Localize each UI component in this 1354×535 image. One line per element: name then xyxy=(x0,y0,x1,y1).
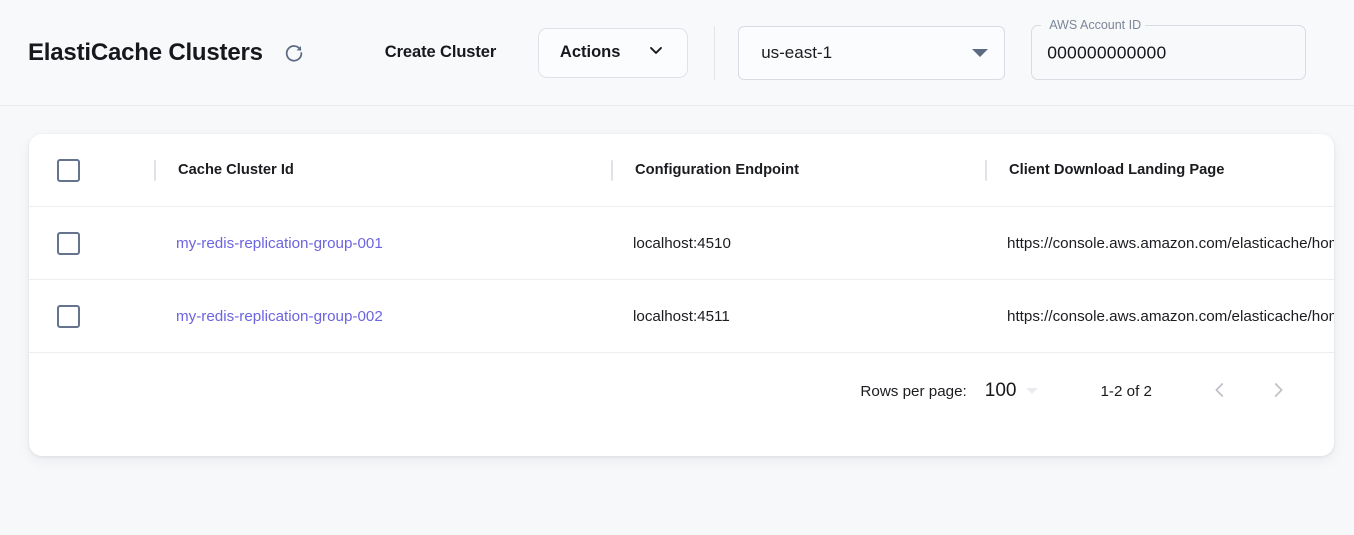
table-row: my-redis-replication-group-001 localhost… xyxy=(29,206,1334,280)
row-checkbox[interactable] xyxy=(57,231,80,255)
header-divider xyxy=(714,25,716,80)
landing-page-url: https://console.aws.amazon.com/elasticac… xyxy=(1007,234,1334,252)
clusters-table: Cache Cluster Id Configuration Endpoint … xyxy=(29,134,1334,353)
chevron-down-icon xyxy=(646,40,666,65)
triangle-down-icon xyxy=(1026,388,1039,394)
column-header-label: Cache Cluster Id xyxy=(178,162,294,178)
actions-button[interactable]: Actions xyxy=(538,27,689,78)
previous-page-button[interactable] xyxy=(1198,369,1242,413)
landing-page-url: https://console.aws.amazon.com/elasticac… xyxy=(1007,307,1334,325)
actions-button-label: Actions xyxy=(559,43,621,61)
rows-per-page-value: 100 xyxy=(984,380,1017,401)
cell-configuration-endpoint: localhost:4510 xyxy=(595,206,967,280)
column-header-label: Client Download Landing Page xyxy=(1009,162,1225,178)
region-select[interactable]: us-east-1 xyxy=(738,25,1006,80)
aws-account-id-field[interactable]: AWS Account ID AWS Account ID 0000000000… xyxy=(1031,18,1307,80)
column-header-label: Configuration Endpoint xyxy=(635,162,799,178)
cluster-id-link[interactable]: my-redis-replication-group-001 xyxy=(176,234,383,252)
main-content: Cache Cluster Id Configuration Endpoint … xyxy=(0,106,1354,535)
table-body: my-redis-replication-group-001 localhost… xyxy=(29,206,1334,353)
clusters-table-card: Cache Cluster Id Configuration Endpoint … xyxy=(29,134,1334,456)
rows-per-page-select[interactable]: 100 xyxy=(985,380,1039,402)
pagination-range-label: 1-2 of 2 xyxy=(1100,382,1152,400)
cell-client-download-landing-page: https://console.aws.amazon.com/elasticac… xyxy=(967,206,1334,280)
row-select-cell xyxy=(29,206,125,280)
triangle-down-icon xyxy=(972,48,989,57)
cluster-id-link[interactable]: my-redis-replication-group-002 xyxy=(176,307,383,325)
column-resize-handle[interactable] xyxy=(611,159,613,181)
column-resize-handle[interactable] xyxy=(154,159,156,181)
configuration-endpoint-value: localhost:4510 xyxy=(633,234,731,252)
row-checkbox[interactable] xyxy=(57,304,80,328)
column-header-client-download-landing-page[interactable]: Client Download Landing Page xyxy=(967,134,1334,207)
table-header-row: Cache Cluster Id Configuration Endpoint … xyxy=(29,134,1334,207)
column-header-configuration-endpoint[interactable]: Configuration Endpoint xyxy=(595,134,967,207)
rows-per-page-label: Rows per page: xyxy=(860,382,967,400)
table-header: Cache Cluster Id Configuration Endpoint … xyxy=(29,134,1334,207)
column-resize-handle[interactable] xyxy=(985,159,987,181)
chevron-right-icon xyxy=(1267,379,1289,404)
row-select-cell xyxy=(29,279,125,353)
column-header-cache-cluster-id[interactable]: Cache Cluster Id xyxy=(125,134,595,207)
configuration-endpoint-value: localhost:4511 xyxy=(633,307,730,325)
aws-account-id-label: AWS Account ID xyxy=(1049,17,1142,32)
select-all-checkbox[interactable] xyxy=(57,158,80,182)
region-select-value: us-east-1 xyxy=(761,42,833,62)
page-title: ElastiCache Clusters xyxy=(28,38,263,66)
aws-account-id-value: 000000000000 xyxy=(1047,42,1167,62)
chevron-left-icon xyxy=(1209,379,1231,404)
table-row: my-redis-replication-group-002 localhost… xyxy=(29,279,1334,353)
cell-client-download-landing-page: https://console.aws.amazon.com/elasticac… xyxy=(967,279,1334,353)
cell-cache-cluster-id: my-redis-replication-group-002 xyxy=(125,279,595,353)
refresh-button[interactable] xyxy=(277,36,311,70)
next-page-button[interactable] xyxy=(1256,369,1300,413)
cell-cache-cluster-id: my-redis-replication-group-001 xyxy=(125,206,595,280)
select-all-header xyxy=(29,134,125,207)
table-pagination: Rows per page: 100 1-2 of 2 xyxy=(29,353,1334,429)
app-header: ElastiCache Clusters Create Cluster Acti… xyxy=(0,0,1354,106)
cell-configuration-endpoint: localhost:4511 xyxy=(595,279,967,353)
refresh-icon xyxy=(283,42,305,64)
create-cluster-button[interactable]: Create Cluster xyxy=(377,33,504,72)
